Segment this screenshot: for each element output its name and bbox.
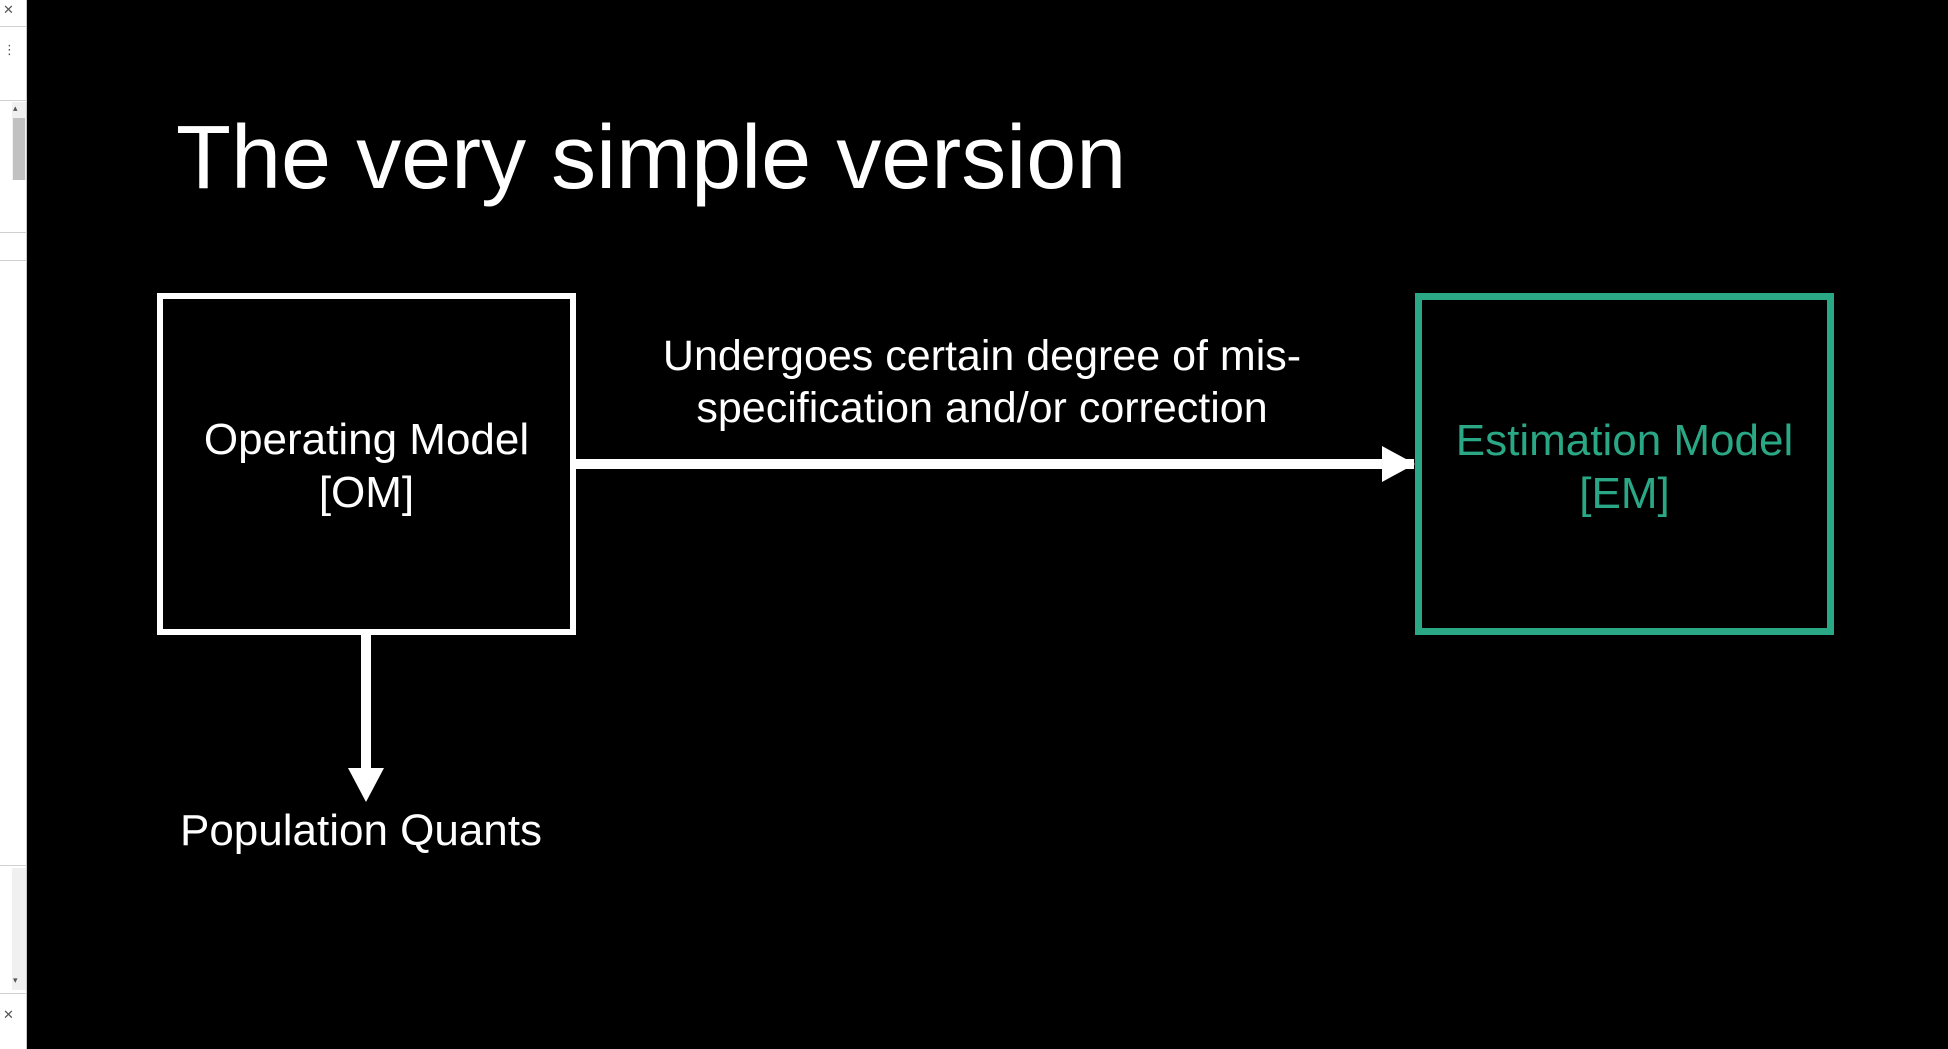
- left-side-panel: ✕ ⋮ ▴ ▾ ✕: [0, 0, 27, 1049]
- scrollbar-track[interactable]: [12, 868, 26, 990]
- estimation-model-label: Estimation Model: [1455, 416, 1794, 465]
- estimation-model-abbrev: [EM]: [1579, 469, 1670, 518]
- estimation-model-box: Estimation Model [EM]: [1415, 293, 1834, 635]
- panel-divider: [0, 232, 27, 233]
- slide-canvas: The very simple version Operating Model …: [28, 0, 1948, 1049]
- connector-arrows: [348, 446, 1415, 802]
- horizontal-arrow: [576, 446, 1415, 482]
- panel-divider: [0, 865, 27, 866]
- panel-divider: [0, 26, 27, 27]
- scroll-up-icon[interactable]: ▴: [13, 104, 18, 114]
- more-options-icon[interactable]: ⋮: [3, 43, 16, 58]
- panel-divider: [0, 993, 27, 994]
- scroll-down-icon[interactable]: ▾: [13, 976, 18, 986]
- panel-divider: [0, 260, 27, 261]
- panel-divider: [0, 100, 27, 101]
- vertical-arrow: [348, 635, 384, 802]
- scrollbar-thumb[interactable]: [13, 118, 25, 180]
- operating-model-box: Operating Model [OM]: [157, 293, 576, 635]
- population-quants-label: Population Quants: [179, 806, 543, 855]
- slide-title: The very simple version: [176, 108, 1127, 208]
- close-icon[interactable]: ✕: [3, 1008, 14, 1023]
- close-icon[interactable]: ✕: [3, 3, 14, 18]
- operating-model-abbrev: [OM]: [318, 468, 415, 517]
- arrow-label: Undergoes certain degree of mis- specifi…: [608, 330, 1356, 434]
- operating-model-label: Operating Model: [203, 415, 530, 464]
- arrow-label-line-1: Undergoes certain degree of mis-: [662, 332, 1302, 380]
- arrow-label-line-2: specification and/or correction: [696, 384, 1268, 432]
